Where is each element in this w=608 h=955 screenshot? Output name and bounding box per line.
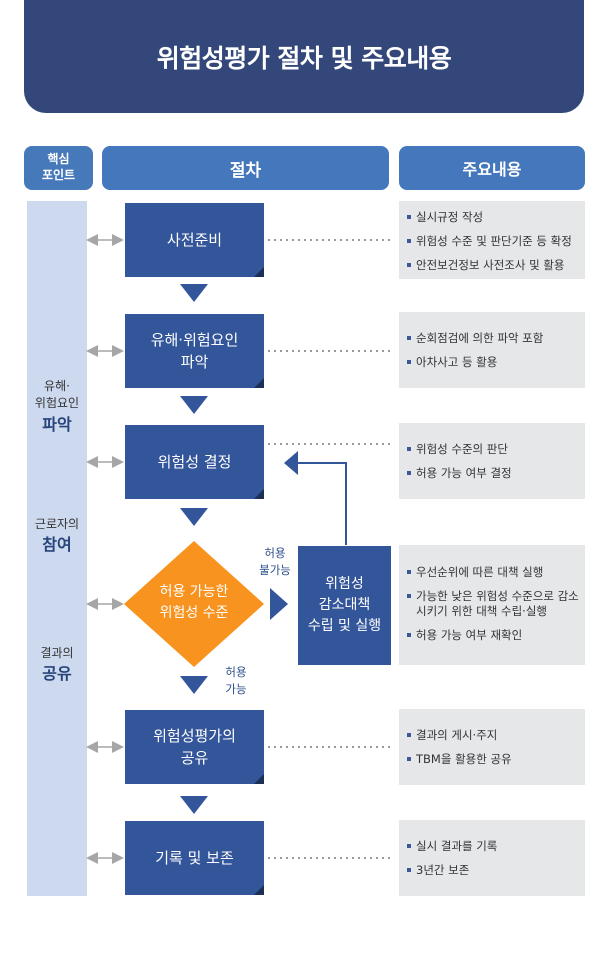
content-panel-preparation: 실시규정 작성 위험성 수준 및 판단기준 등 확정 안전보건정보 사전조사 및…: [399, 201, 585, 279]
key-point-2-emphasis: 참여: [42, 535, 72, 555]
not-allowed-label: 허용 불가능: [250, 545, 300, 578]
key-point-header-line2: 포인트: [41, 168, 76, 182]
content-panel-hazard-identification: 순회점검에 의한 파악 포함 아차사고 등 활용: [399, 312, 585, 388]
content-item: 3년간 보존: [407, 863, 585, 878]
down-arrow-1: [180, 284, 208, 302]
step-record-keeping: 기록 및 보존: [125, 821, 264, 895]
step-3-label: 위험성 결정: [157, 452, 232, 471]
step-preparation: 사전준비: [125, 203, 264, 277]
content-item: 우선순위에 따른 대책 실행: [407, 565, 579, 580]
step-hazard-identification: 유해·위험요인 파악: [125, 314, 264, 388]
content-item: 순회점검에 의한 파악 포함: [407, 331, 585, 346]
double-arrows: [86, 234, 124, 864]
step-2-line1: 유해·위험요인: [150, 330, 239, 349]
content-item: 실시 결과를 기록: [407, 839, 585, 854]
down-arrow-4: [180, 676, 208, 694]
allowed-label: 허용 가능: [213, 664, 259, 697]
key-point-2-line1: 근로자의: [34, 517, 80, 531]
key-point-header-line1: 핵심: [47, 152, 70, 167]
page-title: 위험성평가 절차 및 주요내용: [24, 0, 584, 113]
content-item: 위험성 수준의 판단: [407, 442, 585, 457]
key-point-result-sharing: 결과의 공유: [27, 645, 87, 686]
allowed-line2: 가능: [225, 681, 247, 696]
procedure-header: 절차: [102, 146, 389, 190]
key-point-1-line1: 유해·: [44, 379, 70, 393]
feedback-arrow-head: [284, 451, 298, 475]
content-item: 위험성 수준 및 판단기준 등 확정: [407, 234, 585, 249]
key-point-1-line2: 위험요인: [34, 396, 80, 411]
page-fold-icon: [254, 489, 264, 499]
down-arrow-5: [180, 796, 208, 814]
content-item: 가능한 낮은 위험성 수준으로 감소시키기 위한 대책 수립·실행: [407, 589, 579, 619]
content-item: 안전보건정보 사전조사 및 활용: [407, 258, 585, 273]
content-panel-risk-determination: 위험성 수준의 판단 허용 가능 여부 결정: [399, 423, 585, 499]
step-risk-determination: 위험성 결정: [125, 425, 264, 499]
step-risk-reduction: 위험성 감소대책 수립 및 실행: [298, 546, 391, 665]
content-panel-risk-reduction: 우선순위에 따른 대책 실행 가능한 낮은 위험성 수준으로 감소시키기 위한 …: [399, 545, 585, 665]
page-fold-icon: [254, 378, 264, 388]
page-fold-icon: [254, 774, 264, 784]
not-allowed-line2: 불가능: [259, 562, 291, 577]
reduction-line3: 수립 및 실행: [307, 618, 382, 634]
key-point-3-line1: 결과의: [40, 646, 74, 660]
content-item: TBM을 활용한 공유: [407, 752, 585, 767]
decision-diamond: [124, 541, 264, 667]
reduction-line2: 감소대책: [318, 597, 371, 613]
right-arrow-to-reduction: [270, 588, 288, 620]
step-2-line2: 파악: [180, 353, 209, 371]
content-panel-result-sharing: 결과의 게시·주지 TBM을 활용한 공유: [399, 709, 585, 785]
key-point-column: [27, 201, 87, 896]
step-result-sharing: 위험성평가의 공유: [125, 710, 264, 784]
content-panel-record-keeping: 실시 결과를 기록 3년간 보존: [399, 820, 585, 896]
content-item: 허용 가능 여부 재확인: [407, 628, 579, 643]
main-content-header: 주요내용: [399, 146, 585, 190]
feedback-line: [296, 462, 347, 545]
key-point-header: 핵심 포인트: [24, 146, 93, 190]
key-point-1-emphasis: 파악: [42, 414, 72, 434]
decision-line1: 허용 가능한: [159, 584, 229, 600]
down-arrows: [180, 284, 208, 814]
not-allowed-line1: 허용: [264, 546, 286, 560]
page-fold-icon: [254, 267, 264, 277]
reduction-line1: 위험성: [325, 576, 364, 592]
content-item: 허용 가능 여부 결정: [407, 466, 585, 481]
step-5-line1: 위험성평가의: [153, 726, 236, 745]
decision-line2: 위험성 수준: [159, 605, 229, 621]
allowed-line1: 허용: [225, 665, 247, 679]
key-point-hazard-identification: 유해· 위험요인 파악: [27, 378, 87, 436]
step-5-line2: 공유: [180, 749, 209, 767]
content-item: 실시규정 작성: [407, 210, 585, 225]
step-6-label: 기록 및 보존: [155, 848, 234, 867]
content-item: 결과의 게시·주지: [407, 728, 585, 743]
key-point-worker-participation: 근로자의 참여: [27, 516, 87, 557]
decision-label: 허용 가능한 위험성 수준: [134, 582, 254, 624]
step-1-label: 사전준비: [166, 230, 223, 249]
page-fold-icon: [254, 885, 264, 895]
down-arrow-2: [180, 396, 208, 414]
content-item: 아차사고 등 활용: [407, 355, 585, 370]
key-point-3-emphasis: 공유: [42, 664, 72, 684]
down-arrow-3: [180, 508, 208, 526]
